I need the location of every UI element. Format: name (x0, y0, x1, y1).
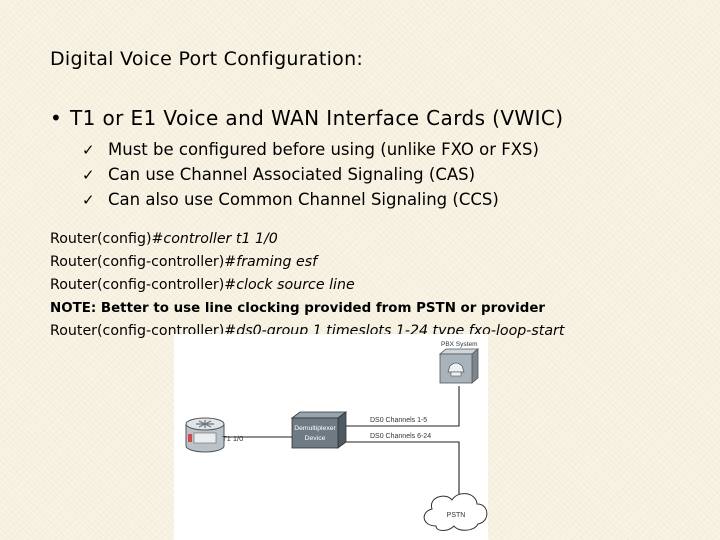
pbx-label: PBX System (441, 341, 477, 348)
sub-bullet: ✓ Must be configured before using (unlik… (82, 137, 539, 162)
sub-bullet-text: Can also use Common Channel Signaling (C… (108, 190, 499, 209)
t1-port-label: T1 1/0 (222, 434, 243, 443)
cli-line: Router(config-controller)#clock source l… (50, 274, 710, 297)
router-icon (185, 417, 225, 453)
bullet-text: T1 or E1 Voice and WAN Interface Cards (… (70, 106, 564, 130)
network-diagram-svg: T1 1/0 Demultiplexer Device DS0 Channels… (185, 341, 488, 531)
sub-bullet: ✓ Can use Channel Associated Signaling (… (82, 162, 539, 187)
cli-command: controller t1 1/0 (163, 231, 278, 247)
sub-bullet: ✓ Can also use Common Channel Signaling … (82, 187, 539, 212)
cli-line: Router(config-controller)#framing esf (50, 251, 710, 274)
bullet-symbol: • (50, 106, 63, 130)
demultiplexer-device: Demultiplexer Device (290, 411, 348, 449)
ds0-channels-top-label: DS0 Channels 1-5 (370, 417, 427, 424)
network-diagram: T1 1/0 Demultiplexer Device DS0 Channels… (174, 334, 488, 540)
cli-commands: Router(config)#controller t1 1/0 Router(… (50, 228, 710, 343)
pbx-link-line (344, 386, 460, 427)
sub-bullet-list: ✓ Must be configured before using (unlik… (82, 137, 539, 212)
mux-label-line1: Demultiplexer (294, 425, 336, 432)
checkmark-icon: ✓ (82, 140, 95, 159)
pstn-label: PSTN (447, 512, 466, 519)
note-line: NOTE: Better to use line clocking provid… (50, 301, 546, 316)
cli-command: framing esf (236, 254, 318, 270)
cli-prompt: Router(config-controller)# (50, 254, 237, 270)
cli-line: Router(config)#controller t1 1/0 (50, 228, 710, 251)
checkmark-icon: ✓ (82, 165, 95, 184)
mux-label-line2: Device (305, 435, 326, 442)
pstn-cloud-icon: PSTN (423, 493, 488, 531)
cli-prompt: Router(config)# (50, 231, 164, 247)
pbx-system-icon (438, 348, 480, 384)
main-bullet: • T1 or E1 Voice and WAN Interface Cards … (50, 106, 563, 130)
slide-title: Digital Voice Port Configuration: (50, 48, 364, 70)
cli-prompt: Router(config-controller)# (50, 277, 237, 293)
cli-command: clock source line (236, 277, 355, 293)
sub-bullet-text: Must be configured before using (unlike … (108, 140, 539, 159)
sub-bullet-text: Can use Channel Associated Signaling (CA… (108, 165, 476, 184)
pstn-link-line (344, 441, 460, 494)
checkmark-icon: ✓ (82, 190, 95, 209)
ds0-channels-bottom-label: DS0 Channels 6-24 (370, 433, 431, 440)
